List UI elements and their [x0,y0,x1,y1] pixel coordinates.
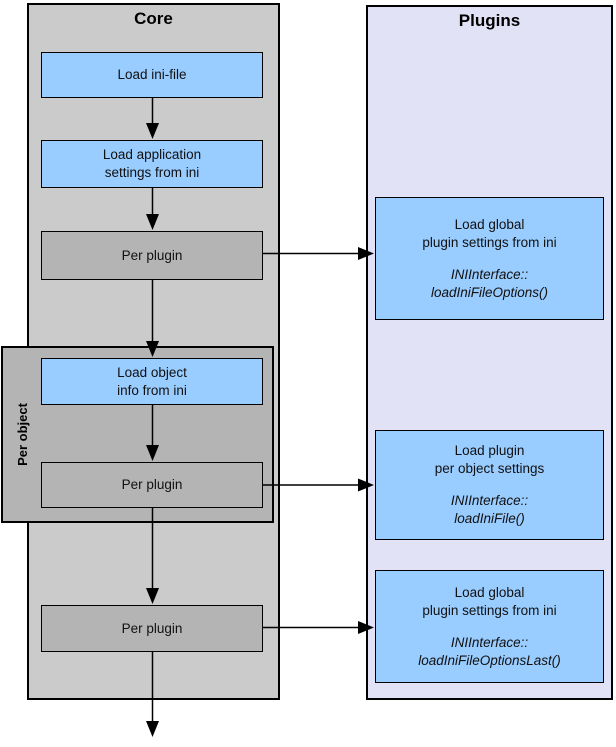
per-object-label-strip: Per object [3,348,41,521]
plugin-node-load-global-settings-last: Load global plugin settings from ini INI… [375,570,604,683]
node-load-object-info: Load object info from ini [41,358,263,405]
node-per-plugin-1: Per plugin [41,231,263,280]
plugin-node-2-function: INIInterface:: loadIniFile() [450,493,529,526]
node-load-application-settings: Load application settings from ini [41,140,263,188]
node-load-application-settings-label: Load application settings from ini [102,147,202,180]
node-per-plugin-1-label: Per plugin [121,247,183,263]
plugin-node-2-title: Load plugin per object settings [434,443,545,476]
node-load-ini-file: Load ini-file [41,52,263,98]
core-title: Core [134,9,173,28]
plugin-node-3-title: Load global plugin settings from ini [422,584,557,618]
node-per-plugin-3-label: Per plugin [121,620,183,636]
node-per-plugin-2-label: Per plugin [121,477,183,492]
node-load-object-info-label: Load object info from ini [117,364,187,398]
node-per-plugin-2: Per plugin [41,462,263,508]
plugin-node-1-title: Load global plugin settings from ini [422,216,557,250]
per-object-label: Per object [14,403,30,466]
plugin-node-3-function: INIInterface:: loadIniFileOptionsLast() [418,634,561,668]
plugins-title: Plugins [458,11,521,30]
node-load-ini-file-label: Load ini-file [117,67,187,82]
plugin-node-load-global-settings: Load global plugin settings from ini INI… [375,197,604,320]
plugin-node-1-function: INIInterface:: loadIniFileOptions() [430,266,549,300]
node-per-plugin-3: Per plugin [41,605,263,652]
plugin-node-load-per-object-settings: Load plugin per object settings INIInter… [375,430,604,540]
